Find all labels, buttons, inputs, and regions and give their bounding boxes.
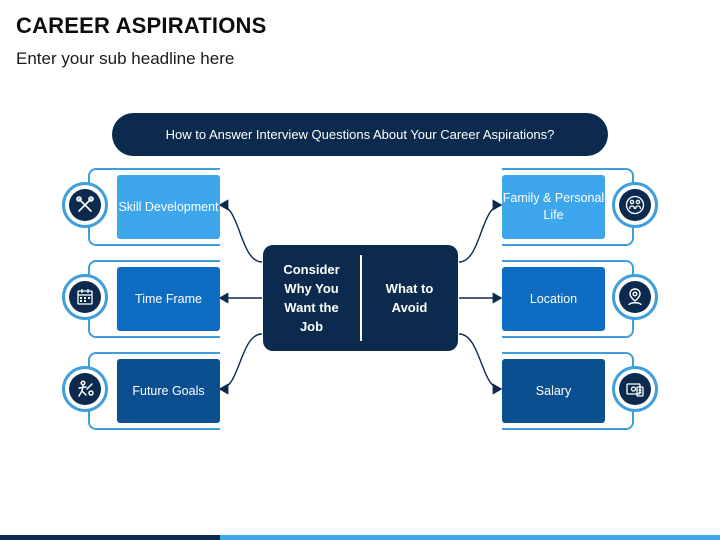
center-right-text: What to Avoid bbox=[385, 281, 434, 315]
card-label: Skill Development bbox=[117, 175, 220, 239]
question-banner: How to Answer Interview Questions About … bbox=[112, 113, 608, 156]
card-skill-development: Skill Development bbox=[88, 168, 220, 246]
target-runner-icon bbox=[78, 380, 94, 397]
icon-badge bbox=[62, 366, 108, 412]
page-subtitle: Enter your sub headline here bbox=[16, 49, 235, 68]
card-label: Location bbox=[502, 267, 605, 331]
card-future-goals: Future Goals bbox=[88, 352, 220, 430]
center-left-text: Consider Why You Want the Job bbox=[283, 262, 340, 334]
card-label: Future Goals bbox=[117, 359, 220, 423]
card-location: Location bbox=[502, 260, 634, 338]
card-label: Family & Personal Life bbox=[502, 175, 605, 239]
card-label: Salary bbox=[502, 359, 605, 423]
footer-bar-dark bbox=[0, 535, 220, 540]
location-person-icon bbox=[628, 288, 642, 306]
arrow-left-top bbox=[218, 199, 263, 263]
icon-badge bbox=[612, 182, 658, 228]
card-label: Time Frame bbox=[117, 267, 220, 331]
center-divider bbox=[360, 255, 362, 341]
icon-badge bbox=[62, 274, 108, 320]
calendar-icon bbox=[77, 289, 93, 305]
center-box: Consider Why You Want the Job What to Av… bbox=[263, 245, 458, 351]
card-time-frame: Time Frame bbox=[88, 260, 220, 338]
icon-badge bbox=[612, 274, 658, 320]
icon-badge bbox=[62, 182, 108, 228]
arrow-left-bottom bbox=[218, 333, 263, 395]
arrow-right-bottom bbox=[458, 333, 503, 395]
page-title: CAREER ASPIRATIONS bbox=[16, 13, 267, 38]
money-icon bbox=[626, 383, 644, 397]
arrow-right-top bbox=[458, 199, 503, 263]
family-icon bbox=[625, 195, 645, 215]
tools-icon bbox=[76, 196, 94, 212]
footer-bar-light bbox=[220, 535, 720, 540]
icon-badge bbox=[612, 366, 658, 412]
